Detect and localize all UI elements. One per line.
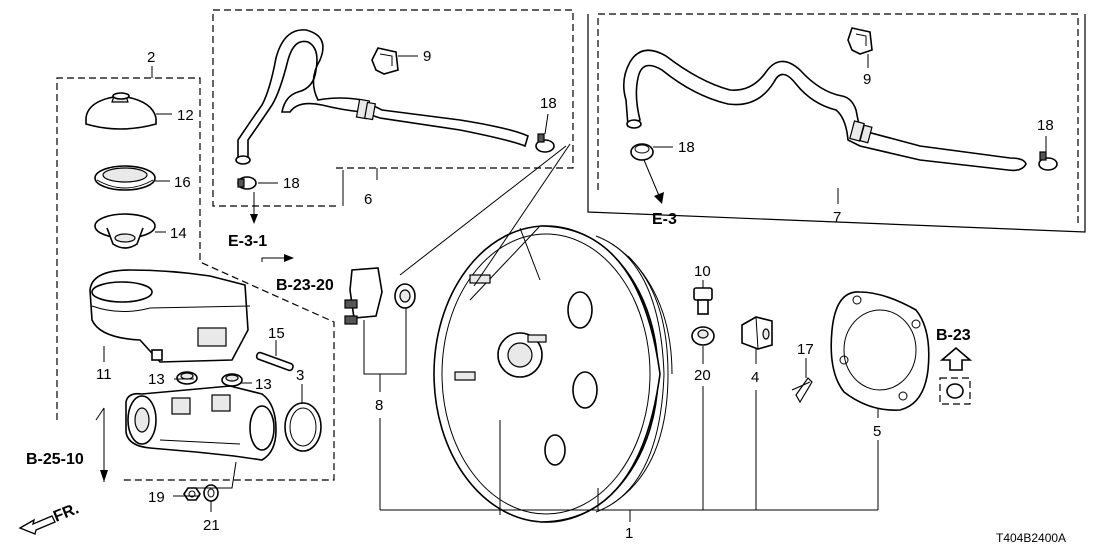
callout-14: 14 (170, 225, 187, 242)
hose-clip-9 (371, 47, 399, 75)
ref-e3-1: E-3-1 (228, 233, 267, 250)
callout-5: 5 (873, 423, 881, 440)
callout-9-right: 9 (863, 71, 871, 88)
reservoir-cap-12 (85, 92, 157, 130)
hose-clamp-18-upper (237, 176, 257, 190)
brake-booster-1 (433, 225, 673, 523)
ref-arrow-b2320 (261, 254, 294, 262)
filter-14 (94, 213, 156, 249)
seal-13-right (221, 373, 243, 387)
ref-arrow-b2510 (100, 408, 108, 482)
nut-20 (691, 326, 715, 346)
front-arrow (18, 515, 56, 535)
callout-21: 21 (203, 517, 220, 534)
ref-b25-10: B-25-10 (26, 451, 84, 468)
ref-b23: B-23 (936, 327, 971, 344)
strainer-16 (94, 165, 156, 191)
ref-e3: E-3 (652, 211, 677, 228)
callout-17: 17 (797, 341, 814, 358)
b23-detail (939, 346, 973, 405)
callout-10: 10 (694, 263, 711, 280)
callout-20: 20 (694, 367, 711, 384)
callout-18-mid: 18 (540, 95, 557, 112)
bolt-10 (693, 287, 713, 315)
callout-11: 11 (96, 366, 112, 383)
hose-clamp-18-e3 (630, 143, 654, 161)
callout-6: 6 (364, 191, 372, 208)
master-cylinder (125, 385, 277, 461)
vacuum-sensor-8 (344, 267, 416, 325)
ref-arrow-e31 (250, 192, 258, 224)
callout-16: 16 (174, 174, 191, 191)
callout-12: 12 (177, 107, 194, 124)
hose-clamp-18-far-right (1038, 151, 1058, 171)
master-cylinder-box-2 (56, 77, 335, 481)
nut-19 (183, 487, 201, 501)
hose-clip-9-right (847, 27, 873, 55)
washer-21 (203, 484, 219, 502)
bracket-4 (741, 316, 773, 350)
callout-13-left: 13 (148, 371, 165, 388)
callout-1: 1 (625, 525, 633, 542)
leader-lines (95, 54, 1047, 522)
ref-arrow-e3 (643, 159, 664, 204)
callout-2: 2 (147, 49, 155, 66)
seal-13-left (176, 371, 198, 385)
callout-3: 3 (296, 367, 304, 384)
vacuum-hose-6 (235, 29, 529, 165)
callout-19: 19 (148, 489, 165, 506)
clip-17 (791, 377, 813, 404)
callout-18-right: 18 (1037, 117, 1054, 134)
callout-8: 8 (375, 397, 383, 414)
diagram-code: T404B2400A (996, 531, 1066, 545)
callout-4: 4 (751, 369, 759, 386)
gasket-5 (830, 291, 930, 411)
hose-group-box-7 (587, 13, 1086, 233)
pin-15 (255, 351, 294, 372)
o-ring-3 (284, 402, 322, 452)
hose-clamp-18-right (535, 133, 555, 153)
front-label: FR. (51, 500, 81, 525)
callout-7: 7 (833, 209, 841, 226)
callout-9-left: 9 (423, 48, 431, 65)
callout-15: 15 (268, 325, 285, 342)
callout-18-left: 18 (283, 175, 300, 192)
hose-group-box-6 (212, 9, 574, 207)
ref-b23-20: B-23-20 (276, 277, 334, 294)
callout-18-e3: 18 (678, 139, 695, 156)
vacuum-hose-7 (622, 49, 1027, 172)
reservoir-11 (89, 269, 251, 363)
callout-13-right: 13 (255, 376, 272, 393)
